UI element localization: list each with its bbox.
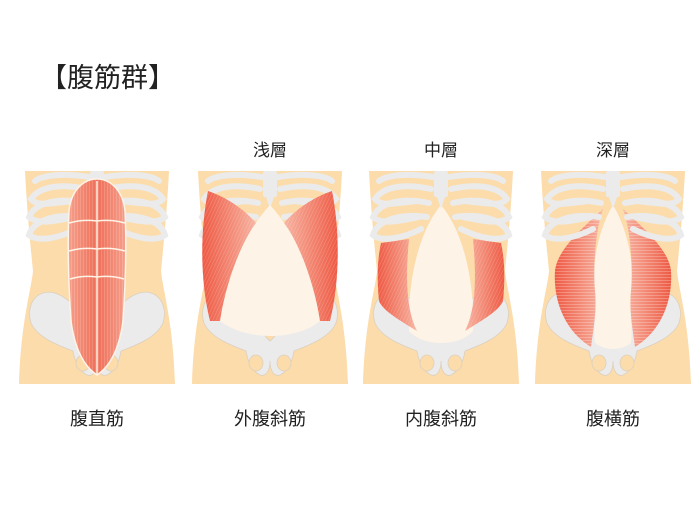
external-oblique-illustration: [186, 171, 354, 384]
internal-oblique-left: [377, 239, 417, 331]
page-title: 【腹筋群】: [40, 63, 175, 94]
layer-label-superficial: 浅層: [253, 141, 287, 161]
external-oblique-right: [284, 191, 338, 321]
caption-rectus-abdominis: 腹直筋: [70, 409, 124, 430]
external-oblique-left: [202, 191, 256, 321]
rectus-abdominis-illustration: [13, 171, 181, 384]
layer-label-deep: 深層: [596, 141, 630, 161]
transversus-abdominis-right: [623, 209, 672, 347]
layer-label-middle: 中層: [424, 141, 458, 161]
internal-oblique-illustration: [357, 171, 525, 384]
transversus-abdominis-illustration: [529, 171, 697, 384]
caption-external-oblique: 外腹斜筋: [234, 409, 306, 430]
caption-internal-oblique: 内腹斜筋: [405, 409, 477, 430]
transversus-abdominis-left: [554, 209, 603, 347]
caption-transversus-abdominis: 腹横筋: [586, 409, 640, 430]
internal-oblique-right: [465, 239, 505, 331]
rectus-abdominis-muscle: [67, 178, 127, 376]
